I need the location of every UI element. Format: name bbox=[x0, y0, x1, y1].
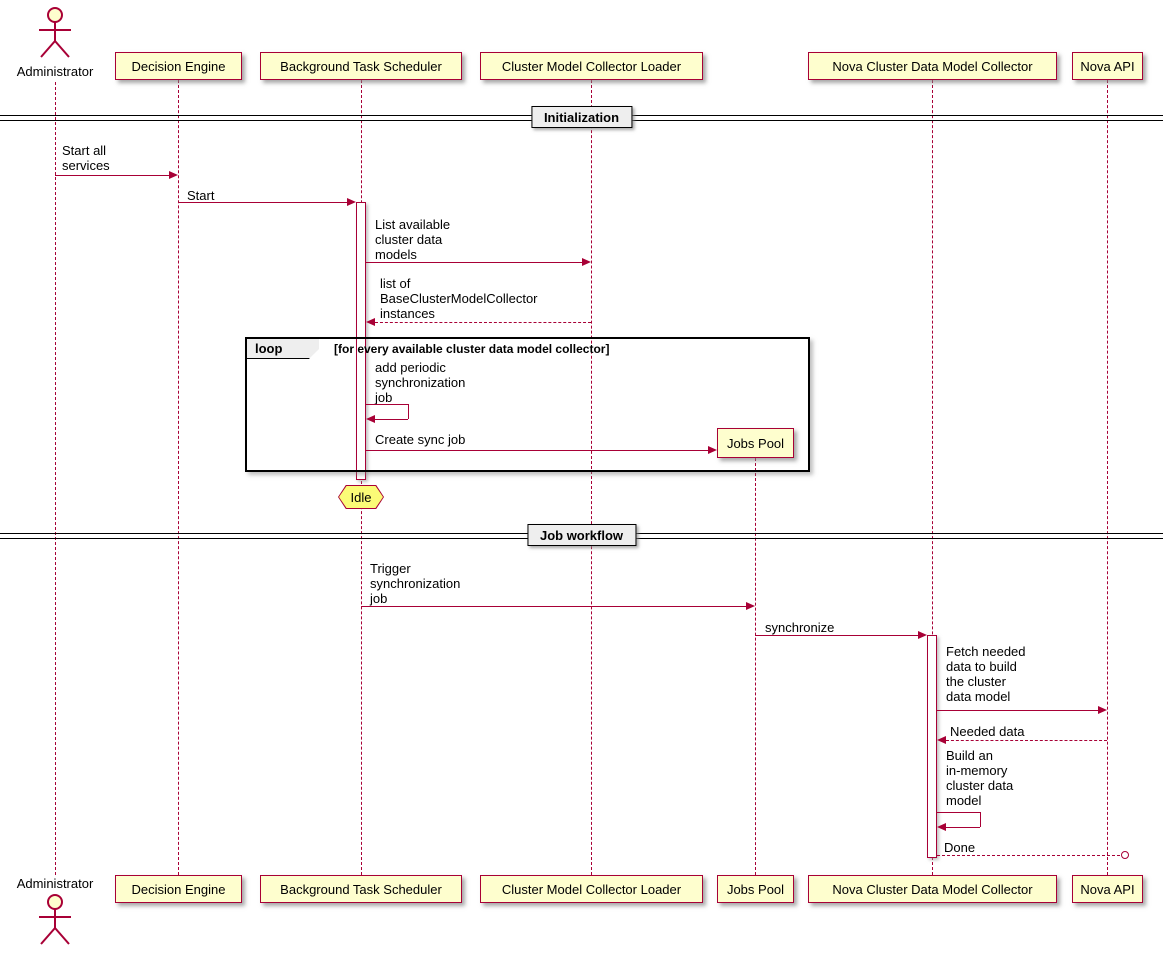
activation-background-task-scheduler bbox=[356, 202, 366, 480]
message-add-periodic: add periodic synchronization job bbox=[375, 360, 466, 405]
participant-label: Background Task Scheduler bbox=[280, 58, 442, 74]
arrow-self-top bbox=[366, 404, 408, 405]
participant-nova-cluster-data-model-collector-top: Nova Cluster Data Model Collector bbox=[808, 52, 1057, 80]
participant-decision-engine-top: Decision Engine bbox=[115, 52, 242, 80]
arrowhead bbox=[582, 258, 591, 266]
arrow-list-of-instances bbox=[375, 322, 591, 323]
participant-background-task-scheduler-top: Background Task Scheduler bbox=[260, 52, 462, 80]
participant-label: Nova API bbox=[1080, 58, 1135, 74]
arrowhead bbox=[1098, 706, 1107, 714]
activation-nova-cluster-data-model-collector bbox=[927, 635, 937, 858]
message-done: Done bbox=[944, 840, 976, 855]
arrow-self-bottom bbox=[375, 419, 408, 420]
arrowhead bbox=[937, 823, 946, 831]
lifeline-decision-engine bbox=[178, 80, 179, 875]
arrow-start-all-services bbox=[55, 175, 169, 176]
message-build-model: Build an in-memory cluster data model bbox=[946, 748, 1014, 808]
arrow-self-side bbox=[980, 812, 981, 827]
message-trigger-sync: Trigger synchronization job bbox=[370, 561, 461, 606]
message-list-available: List available cluster data models bbox=[375, 217, 451, 262]
participant-nova-api-top: Nova API bbox=[1072, 52, 1143, 80]
divider-initialization: Initialization bbox=[530, 106, 633, 128]
participant-cluster-model-collector-loader-bottom: Cluster Model Collector Loader bbox=[480, 875, 703, 903]
message-synchronize: synchronize bbox=[765, 620, 835, 635]
lifeline-nova-api bbox=[1107, 80, 1108, 875]
participant-nova-cluster-data-model-collector-bottom: Nova Cluster Data Model Collector bbox=[808, 875, 1057, 903]
lifeline-cluster-model-collector-loader bbox=[591, 80, 592, 875]
participant-label: Decision Engine bbox=[131, 881, 226, 897]
participant-label: Background Task Scheduler bbox=[280, 881, 442, 897]
participant-label: Nova Cluster Data Model Collector bbox=[832, 58, 1033, 74]
participant-cluster-model-collector-loader-top: Cluster Model Collector Loader bbox=[480, 52, 703, 80]
idle-state-label: Idle bbox=[339, 486, 383, 508]
message-needed-data: Needed data bbox=[950, 724, 1025, 739]
arrowhead bbox=[169, 171, 178, 179]
lifeline-nova-cluster-data-model-collector bbox=[932, 80, 933, 875]
arrow-self-bottom bbox=[946, 827, 980, 828]
administrator-label-bottom: Administrator bbox=[16, 876, 94, 891]
arrowhead bbox=[937, 736, 946, 744]
loop-condition: [for every available cluster data model … bbox=[334, 342, 610, 356]
arrowhead bbox=[708, 446, 717, 454]
participant-label: Nova API bbox=[1080, 881, 1135, 897]
arrow-done bbox=[937, 855, 1120, 856]
arrowhead bbox=[347, 198, 356, 206]
participant-label: Decision Engine bbox=[131, 58, 226, 74]
arrow-self-side bbox=[408, 404, 409, 419]
arrow-fetch-needed bbox=[937, 710, 1098, 711]
participant-jobs-pool-bottom: Jobs Pool bbox=[717, 875, 794, 903]
message-list-of-instances: list of BaseClusterModelCollector instan… bbox=[380, 276, 538, 321]
participant-background-task-scheduler-bottom: Background Task Scheduler bbox=[260, 875, 462, 903]
arrowhead bbox=[366, 415, 375, 423]
arrowhead bbox=[366, 318, 375, 326]
message-fetch-needed: Fetch needed data to build the cluster d… bbox=[946, 644, 1026, 704]
arrow-synchronize bbox=[755, 635, 918, 636]
participant-label: Cluster Model Collector Loader bbox=[501, 58, 682, 74]
message-start-all-services: Start all services bbox=[62, 143, 110, 173]
administrator-actor-icon bbox=[35, 5, 75, 66]
lifeline-administrator bbox=[55, 82, 56, 875]
lifeline-jobs-pool bbox=[755, 458, 756, 875]
arrow-trigger-sync bbox=[361, 606, 746, 607]
arrow-list-available bbox=[366, 262, 582, 263]
loop-keyword: loop bbox=[247, 339, 319, 359]
arrow-start bbox=[178, 202, 347, 203]
participant-jobs-pool-created: Jobs Pool bbox=[717, 428, 794, 458]
idle-state-hexagon: Idle bbox=[338, 485, 384, 509]
arrowhead bbox=[918, 631, 927, 639]
participant-label: Jobs Pool bbox=[726, 435, 785, 451]
arrow-create-sync-job bbox=[366, 450, 708, 451]
participant-label: Jobs Pool bbox=[726, 881, 785, 897]
participant-label: Nova Cluster Data Model Collector bbox=[832, 881, 1033, 897]
done-endpoint-circle bbox=[1121, 851, 1129, 859]
arrow-self-top bbox=[937, 812, 980, 813]
loop-frame bbox=[245, 337, 810, 472]
arrowhead bbox=[746, 602, 755, 610]
message-start: Start bbox=[187, 188, 215, 203]
arrow-needed-data bbox=[946, 740, 1107, 741]
participant-label: Cluster Model Collector Loader bbox=[501, 881, 682, 897]
message-create-sync-job: Create sync job bbox=[375, 432, 466, 447]
participant-nova-api-bottom: Nova API bbox=[1072, 875, 1143, 903]
divider-job-workflow: Job workflow bbox=[526, 524, 637, 546]
participant-decision-engine-bottom: Decision Engine bbox=[115, 875, 242, 903]
administrator-actor-icon-bottom bbox=[35, 892, 75, 953]
administrator-label-top: Administrator bbox=[16, 64, 94, 79]
